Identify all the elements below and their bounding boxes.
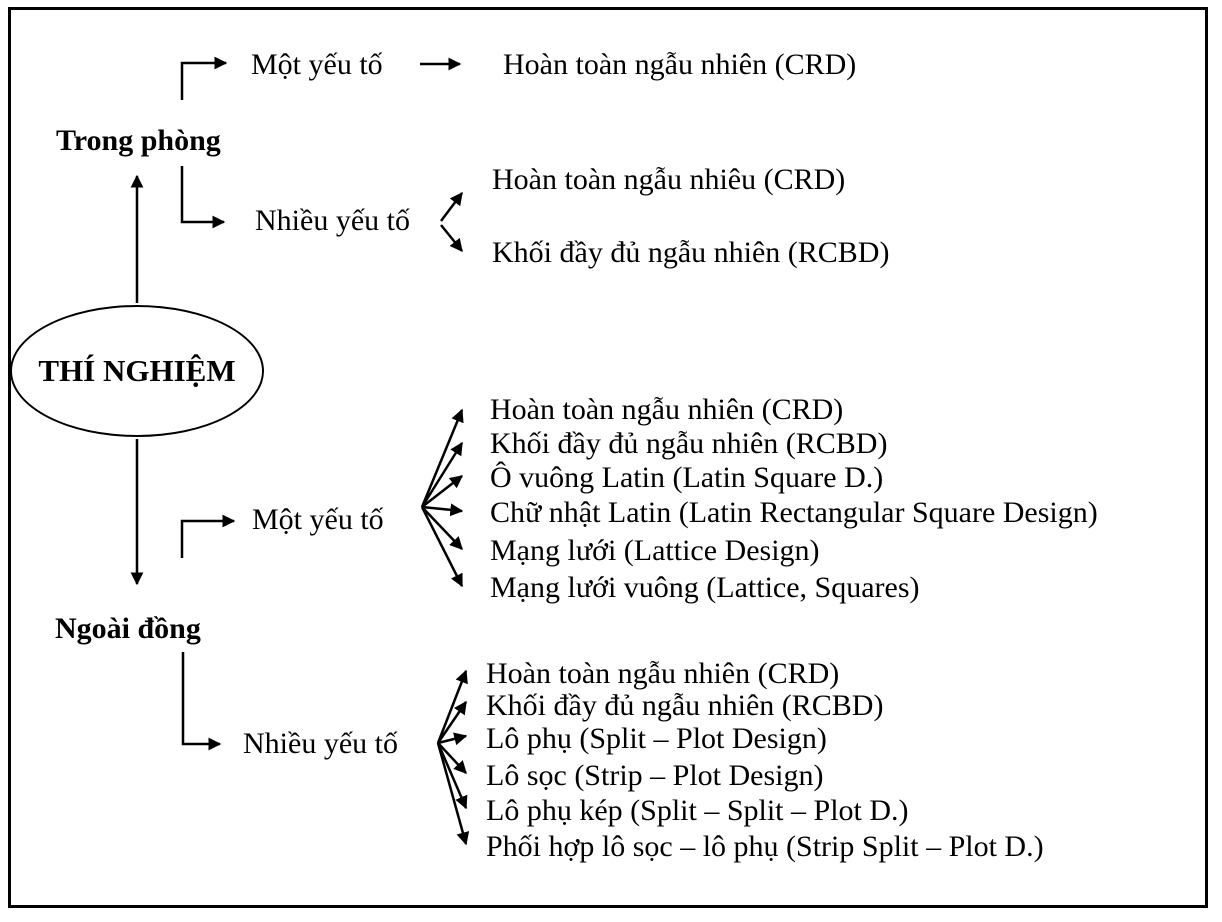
- leaf-field-single-lattice: Mạng lưới (Lattice Design): [490, 534, 820, 567]
- leaf-field-single-rcbd: Khối đầy đủ ngẫu nhiên (RCBD): [490, 427, 888, 460]
- fan-field-single-3: [421, 475, 464, 508]
- leaf-field-multi-crd: Hoàn toàn ngẫu nhiên (CRD): [486, 657, 840, 690]
- fan-field-multi-4: [437, 742, 467, 774]
- fan-field-multi-1: [436, 669, 468, 744]
- fan-field-multi-2: [436, 700, 468, 744]
- elbow-lab-to-single: [180, 56, 228, 100]
- env-lab-label: Trong phòng: [56, 124, 221, 157]
- leaf-field-single-crd: Hoàn toàn ngẫu nhiên (CRD): [490, 393, 844, 426]
- leaf-lab-multi-crd: Hoàn toàn ngẫu nhiêu (CRD): [492, 163, 846, 196]
- fan-field-single-1: [420, 408, 464, 508]
- env-field-label: Ngoài đồng: [55, 612, 201, 645]
- field-single-factor-label: Một yếu tố: [252, 503, 384, 536]
- fork-lab-multi-2: [440, 224, 463, 253]
- fan-field-single-5: [421, 506, 463, 550]
- fan-field-single-2: [420, 441, 464, 508]
- fan-field-multi-3: [437, 732, 468, 746]
- leaf-field-multi-rcbd: Khối đầy đủ ngẫu nhiên (RCBD): [486, 689, 884, 722]
- leaf-field-single-latin-rectangle: Chữ nhật Latin (Latin Rectangular Square…: [490, 496, 1098, 529]
- fan-field-multi-6: [436, 742, 470, 846]
- leaf-field-single-lattice-square: Mạng lưới vuông (Lattice, Squares): [490, 571, 920, 604]
- elbow-lab-to-multi: [180, 166, 226, 229]
- leaf-field-multi-strip-split-plot: Phối hợp lô sọc – lô phụ (Strip Split – …: [486, 830, 1044, 863]
- elbow-field-to-single: [180, 514, 236, 558]
- fork-lab-multi-1: [440, 191, 463, 222]
- leaf-field-multi-split-plot: Lô phụ (Split – Plot Design): [486, 722, 827, 755]
- field-multi-factor-label: Nhiều yếu tố: [243, 727, 398, 760]
- fan-field-single-6: [420, 506, 464, 588]
- root-node-experiment: THÍ NGHIỆM: [10, 305, 264, 437]
- leaf-field-multi-strip-plot: Lô sọc (Strip – Plot Design): [486, 759, 824, 792]
- lab-single-factor-label: Một yếu tố: [251, 48, 383, 81]
- leaf-field-single-latin-square: Ô vuông Latin (Latin Square D.): [490, 461, 884, 494]
- leaf-lab-multi-rcbd: Khối đầy đủ ngẫu nhiên (RCBD): [492, 236, 890, 269]
- lab-multi-factor-label: Nhiều yếu tố: [255, 204, 410, 237]
- root-label: THÍ NGHIỆM: [38, 353, 236, 388]
- fan-field-multi-5: [436, 742, 468, 810]
- fan-field-single-4: [421, 503, 464, 517]
- diagram-border: [8, 7, 1208, 908]
- leaf-lab-single-crd: Hoàn toàn ngẫu nhiên (CRD): [503, 48, 857, 81]
- elbow-field-to-multi: [181, 652, 222, 751]
- leaf-field-multi-split-split-plot: Lô phụ kép (Split – Split – Plot D.): [486, 794, 909, 827]
